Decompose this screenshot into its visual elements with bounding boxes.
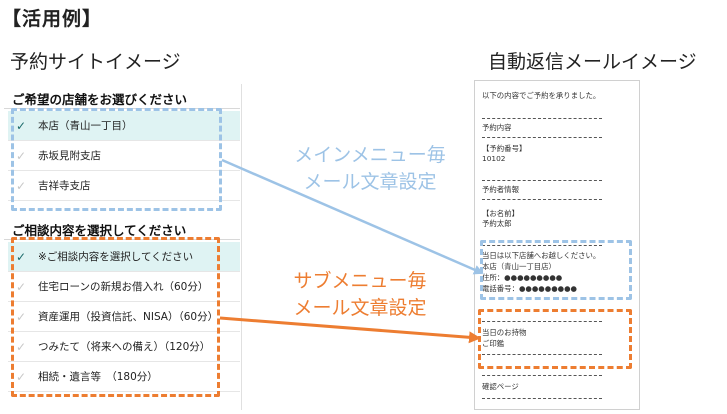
check-icon: ✓ — [16, 249, 27, 264]
store-option-label: 赤坂見附支店 — [38, 150, 101, 162]
mail-belongings-label: 当日のお持物 — [482, 328, 527, 337]
mail-divider — [482, 199, 602, 200]
mail-name-label: 【お名前】 — [482, 209, 519, 218]
check-icon: ✓ — [16, 148, 27, 163]
mail-person-heading: 予約者情報 — [482, 185, 519, 194]
mail-belongings-block-highlight — [478, 309, 632, 369]
check-icon: ✓ — [16, 178, 27, 193]
main-menu-callout-line1: メインメニュー毎 — [294, 144, 446, 166]
mail-divider — [482, 137, 602, 138]
consult-option-label: つみたて（将来への備え）（120分） — [38, 341, 211, 353]
sub-menu-callout: サブメニュー毎 メール文章設定 — [276, 268, 444, 322]
store-section-title: ご希望の店舗をお選びください — [12, 92, 188, 107]
consult-option-label: 資産運用（投資信託、NISA）（60分） — [38, 311, 219, 323]
mail-number-value: 10102 — [482, 154, 506, 163]
store-option-label: 本店（青山一丁目） — [38, 120, 133, 132]
mail-store-address: 住所：●●●●●●●●● — [482, 273, 563, 282]
store-option-honten[interactable]: ✓ 本店（青山一丁目） — [8, 111, 240, 141]
mail-store-note: 当日は以下店舗へお越しください。 — [482, 251, 601, 260]
mail-store-name: 本店（青山一丁目店） — [482, 262, 556, 271]
sub-menu-callout-line1: サブメニュー毎 — [293, 270, 427, 292]
mail-divider — [482, 375, 602, 376]
sub-menu-callout-line2: メール文章設定 — [293, 297, 427, 319]
consult-option-tsumitate[interactable]: ✓ つみたて（将来への備え）（120分） — [8, 332, 240, 362]
mail-reservation-heading: 予約内容 — [482, 123, 512, 132]
consult-option-asset-management[interactable]: ✓ 資産運用（投資信託、NISA）（60分） — [8, 302, 240, 332]
check-icon: ✓ — [16, 369, 27, 384]
mail-confirm-page: 確認ページ — [482, 382, 519, 391]
mail-number-label: 【予約番号】 — [482, 144, 527, 153]
mail-divider — [482, 354, 602, 355]
store-option-label: 吉祥寺支店 — [38, 180, 91, 192]
mail-divider — [482, 321, 602, 322]
consult-option-label: 相続・遺言等 （180分） — [38, 371, 158, 383]
mail-divider — [482, 398, 602, 399]
sub-menu-highlight — [11, 237, 220, 397]
page-heading: 【活用例】 — [2, 8, 103, 30]
main-menu-highlight — [11, 108, 222, 211]
store-option-kichijoji[interactable]: ✓ 吉祥寺支店 — [8, 171, 240, 201]
consult-section-title: ご相談内容を選択してください — [12, 223, 187, 238]
consult-option-housing-loan[interactable]: ✓ 住宅ローンの新規お借入れ（60分） — [8, 272, 240, 302]
mail-divider — [482, 245, 602, 246]
store-option-akasaka[interactable]: ✓ 赤坂見附支店 — [8, 141, 240, 171]
check-icon: ✓ — [16, 279, 27, 294]
main-menu-callout: メインメニュー毎 メール文章設定 — [284, 142, 456, 196]
check-icon: ✓ — [16, 339, 27, 354]
mail-divider — [482, 180, 602, 181]
consult-option-placeholder[interactable]: ✓ ※ご相談内容を選択してください — [8, 242, 240, 272]
auto-reply-mail-panel: 以下の内容でご予約を承りました。 予約内容 【予約番号】 10102 予約者情報… — [474, 80, 640, 410]
mail-divider — [482, 118, 602, 119]
consult-option-label: ※ご相談内容を選択してください — [38, 251, 194, 263]
auto-reply-mail-title: 自動返信メールイメージ — [488, 51, 697, 73]
mail-belongings-value: ご印鑑 — [482, 339, 505, 348]
booking-site-title: 予約サイトイメージ — [10, 51, 181, 73]
mail-name-value: 予約太郎 — [482, 219, 512, 228]
mail-store-block-highlight — [480, 240, 632, 300]
check-icon: ✓ — [16, 118, 27, 133]
main-menu-callout-line2: メール文章設定 — [303, 171, 437, 193]
consult-option-label: 住宅ローンの新規お借入れ（60分） — [38, 281, 209, 293]
check-icon: ✓ — [16, 309, 27, 324]
mail-intro: 以下の内容でご予約を承りました。 — [482, 91, 601, 100]
mail-store-phone: 電話番号：●●●●●●●●● — [482, 284, 577, 293]
consult-option-inheritance[interactable]: ✓ 相続・遺言等 （180分） — [8, 362, 240, 392]
